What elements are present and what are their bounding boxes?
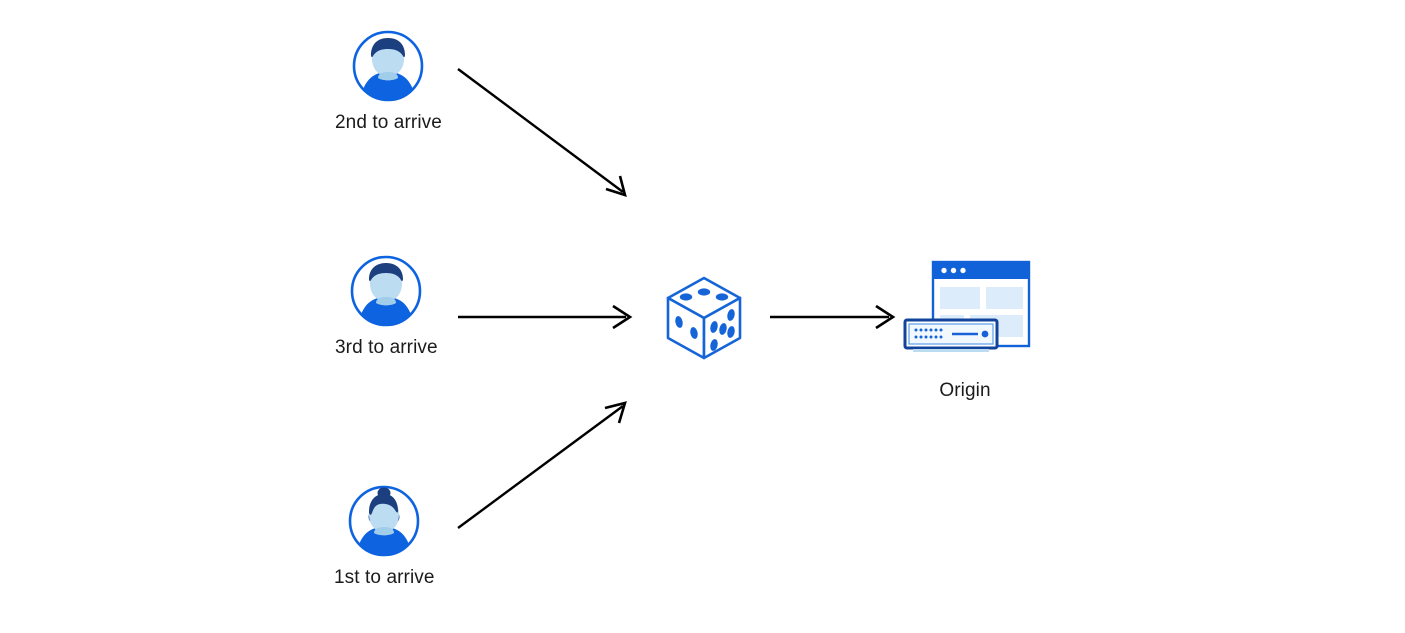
arrow-1st-to-dice <box>457 401 627 529</box>
server-device <box>903 318 999 352</box>
client-label-3rd: 3rd to arrive <box>335 337 438 358</box>
client-label-2nd: 2nd to arrive <box>335 112 442 133</box>
client-node-1st[interactable]: 1st to arrive <box>334 483 435 589</box>
server-browser-icon <box>895 256 1035 366</box>
client-node-2nd[interactable]: 2nd to arrive <box>335 28 442 134</box>
user-avatar-icon <box>350 28 426 104</box>
client-node-3rd[interactable]: 3rd to arrive <box>335 253 438 359</box>
arrow-dice-to-origin <box>770 304 896 330</box>
dice-icon <box>656 270 752 366</box>
arrow-2nd-to-dice <box>457 68 627 197</box>
arrow-3rd-to-dice <box>458 304 633 330</box>
user-avatar-icon <box>346 483 422 559</box>
origin-label: Origin <box>939 380 991 401</box>
origin-node[interactable]: Origin <box>895 256 1035 402</box>
dice-node[interactable] <box>656 270 752 366</box>
client-label-1st: 1st to arrive <box>334 567 435 588</box>
user-avatar-icon <box>348 253 424 329</box>
